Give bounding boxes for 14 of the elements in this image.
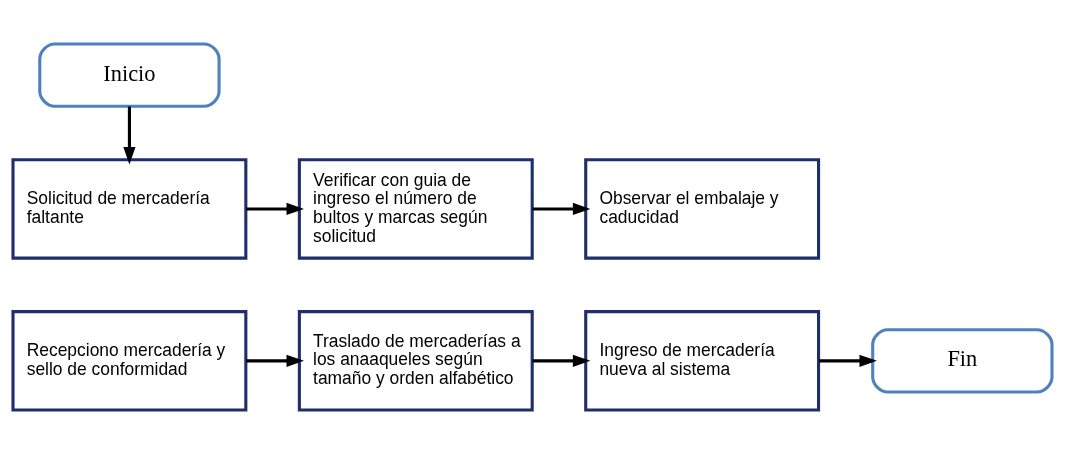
node-box: Solicitud de mercadería faltante: [11, 157, 248, 260]
node-box: Traslado de mercaderías a los anaaqueles según tamaño y orden alfabético: [297, 309, 534, 412]
node-box: Fin: [871, 327, 1054, 394]
arrow: [246, 354, 304, 367]
node-box: Observar el embalaje y caducidad: [584, 157, 821, 260]
arrow: [246, 202, 304, 215]
arrow: [532, 202, 591, 215]
node-box: Recepciono mercadería y sello de conformidad: [11, 309, 248, 412]
node-box: Ingreso de mercadería nueva al sistema: [584, 309, 821, 412]
arrow: [532, 354, 591, 367]
arrow: [819, 354, 877, 367]
node-box: Inicio: [38, 41, 221, 108]
arrow: [123, 106, 136, 164]
node-box: Verificar con guia de ingreso el número de bultos y marcas según solicitud: [297, 157, 534, 260]
